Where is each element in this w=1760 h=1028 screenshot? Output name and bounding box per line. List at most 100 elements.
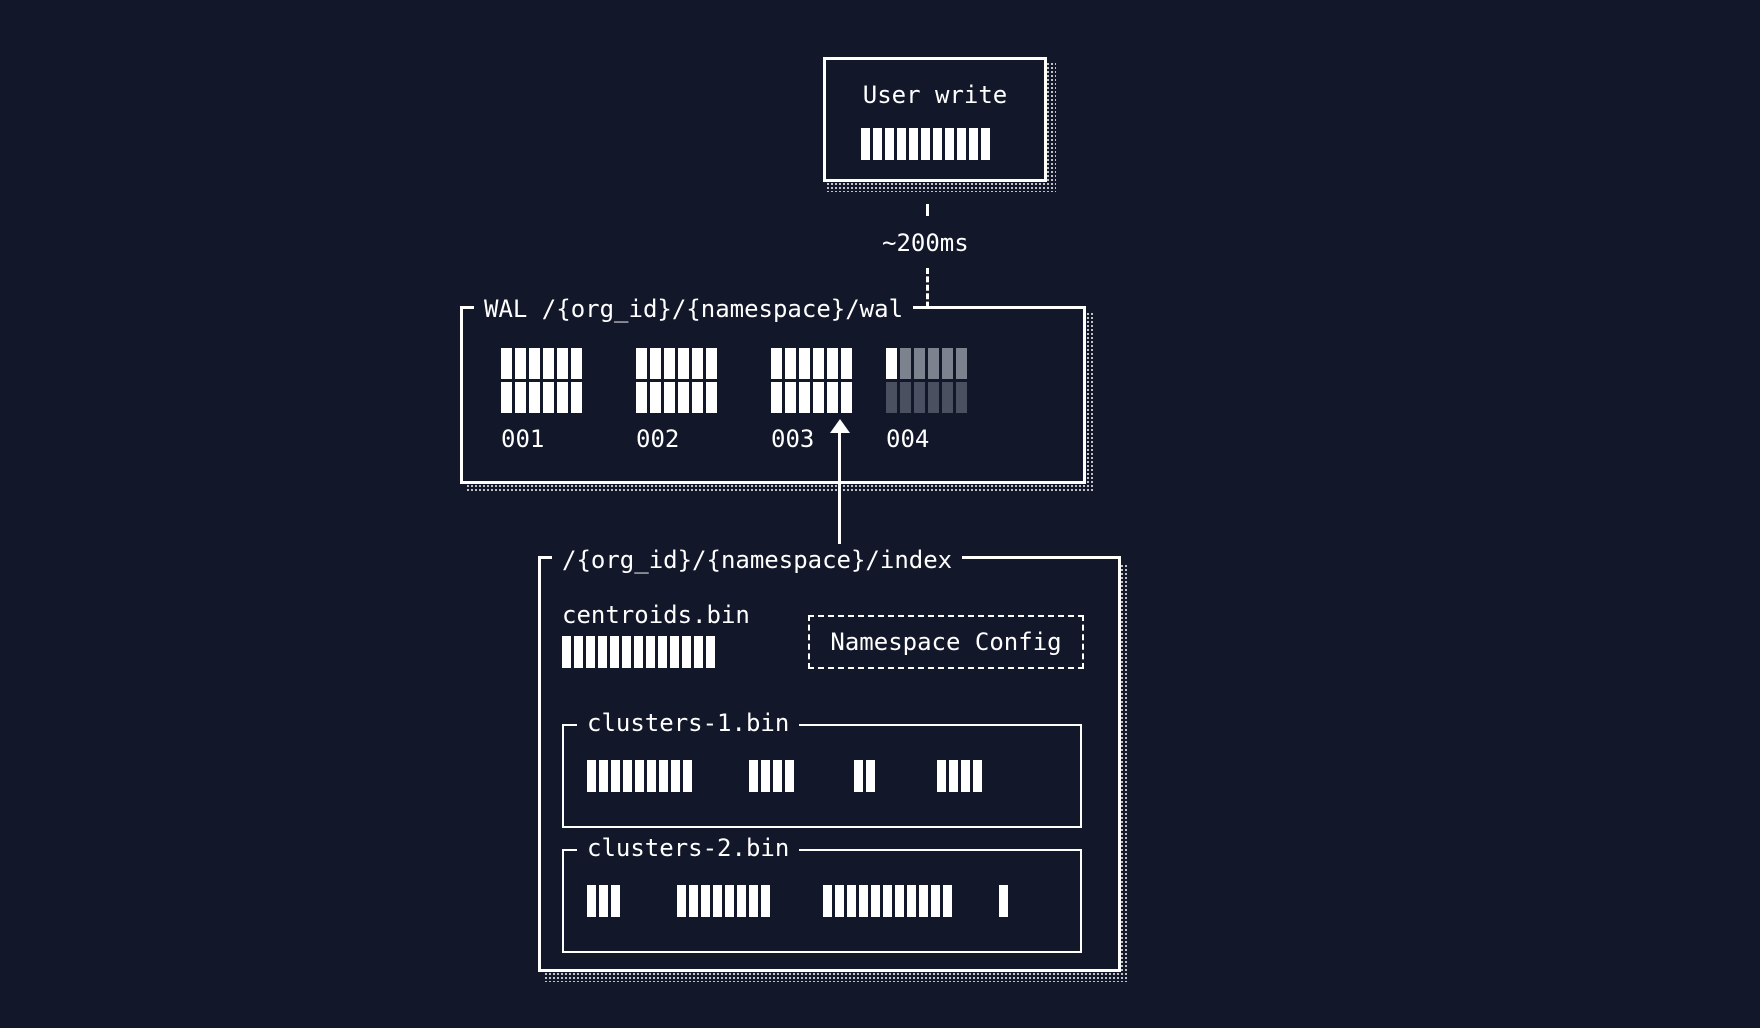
block [611, 760, 620, 792]
block [635, 760, 644, 792]
block [827, 348, 838, 379]
block [636, 382, 647, 413]
cluster-segment [677, 885, 770, 917]
block [501, 382, 512, 413]
cluster-name: clusters-1.bin [577, 708, 800, 738]
block [914, 348, 925, 379]
block [823, 885, 832, 917]
wal-file-row [501, 382, 582, 413]
block [956, 382, 967, 413]
block [813, 348, 824, 379]
block [557, 348, 568, 379]
block [961, 760, 970, 792]
block [827, 382, 838, 413]
block [871, 885, 880, 917]
block [854, 760, 863, 792]
block [973, 760, 982, 792]
block [749, 885, 758, 917]
block [713, 885, 722, 917]
cluster-segment [854, 760, 875, 792]
block [610, 636, 619, 668]
user-write-box: User write [823, 57, 1047, 182]
centroids-blocks [562, 636, 715, 668]
block [636, 348, 647, 379]
index-to-wal-line [838, 432, 841, 544]
wal-file-row [771, 382, 852, 413]
connector-bottom [926, 268, 929, 316]
wal-file-row [636, 382, 717, 413]
block [841, 348, 852, 379]
block [737, 885, 746, 917]
block [873, 128, 882, 160]
block [658, 636, 667, 668]
wal-file-label: 003 [771, 425, 815, 453]
block [841, 382, 852, 413]
block [646, 636, 655, 668]
block [969, 128, 978, 160]
block [587, 885, 596, 917]
block [897, 128, 906, 160]
block [937, 760, 946, 792]
block [587, 760, 596, 792]
block [949, 760, 958, 792]
block [785, 382, 796, 413]
block [611, 885, 620, 917]
block [678, 382, 689, 413]
block [659, 760, 668, 792]
wal-file-label: 002 [636, 425, 680, 453]
block [574, 636, 583, 668]
block [907, 885, 916, 917]
block [634, 636, 643, 668]
block [957, 128, 966, 160]
block [692, 382, 703, 413]
block [933, 128, 942, 160]
block [885, 128, 894, 160]
block [942, 348, 953, 379]
block [557, 382, 568, 413]
cluster-name: clusters-2.bin [577, 833, 800, 863]
block [785, 348, 796, 379]
block [623, 760, 632, 792]
block [749, 760, 758, 792]
block [562, 636, 571, 668]
user-write-title: User write [862, 81, 1008, 109]
block [761, 885, 770, 917]
block [671, 760, 680, 792]
block [799, 382, 810, 413]
block [900, 348, 911, 379]
connector-top [926, 204, 929, 216]
block [861, 128, 870, 160]
block [886, 348, 897, 379]
wal-title: WAL /{org_id}/{namespace}/wal [474, 294, 914, 324]
block [942, 382, 953, 413]
block [883, 885, 892, 917]
block [694, 636, 703, 668]
block [931, 885, 940, 917]
block [683, 760, 692, 792]
block [599, 760, 608, 792]
block [725, 885, 734, 917]
block [670, 636, 679, 668]
wal-file-row [886, 348, 967, 379]
block [835, 885, 844, 917]
block [761, 760, 770, 792]
block [682, 636, 691, 668]
block [677, 885, 686, 917]
block [919, 885, 928, 917]
cluster-segment [823, 885, 952, 917]
wal-file-row [636, 348, 717, 379]
block [647, 760, 656, 792]
latency-label: ~200ms [882, 229, 969, 257]
block [921, 128, 930, 160]
block [914, 382, 925, 413]
wal-file-row [501, 348, 582, 379]
block [945, 128, 954, 160]
block [586, 636, 595, 668]
centroids-name: centroids.bin [562, 601, 750, 629]
user-write-blocks [861, 128, 990, 160]
block [529, 382, 540, 413]
block [706, 348, 717, 379]
block [999, 885, 1008, 917]
block [706, 382, 717, 413]
block [706, 636, 715, 668]
